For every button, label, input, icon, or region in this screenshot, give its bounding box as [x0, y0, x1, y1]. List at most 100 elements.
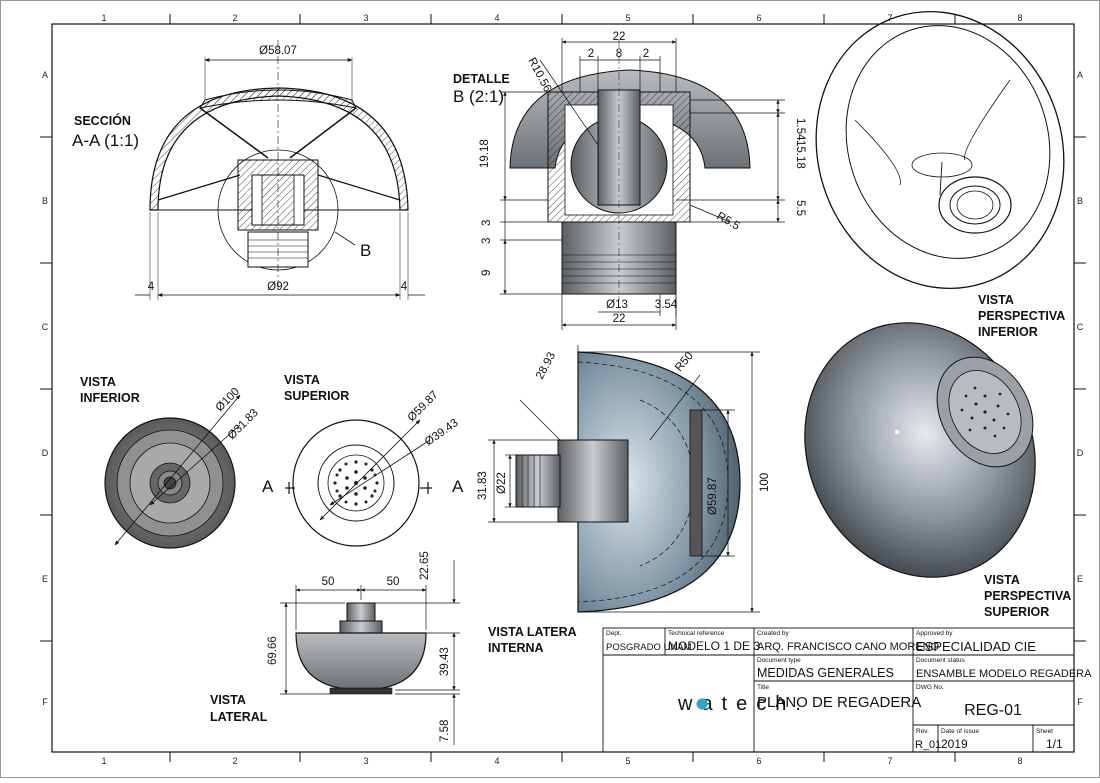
persp-inferior-line1: VISTA [978, 293, 1014, 307]
row-label: D [1077, 448, 1084, 458]
vista-lateral-line2: LATERAL [210, 710, 268, 724]
nozzle-holes-perspective [960, 386, 1010, 438]
detail-b-view [500, 38, 785, 330]
logo-dot-icon [696, 698, 708, 710]
row-label: F [1077, 697, 1083, 707]
tb-techref-value: MODELO 1 DE 3 [668, 639, 760, 653]
row-label: E [42, 574, 48, 584]
dim-detail-2b: 2 [643, 48, 649, 60]
tb-techref-label: Technical reference [668, 630, 725, 637]
dim-detail-5-5: 5.5 [794, 200, 806, 216]
nozzle-holes-superior [333, 460, 379, 506]
tb-rev-label: Rev. [916, 728, 929, 735]
tb-doctype-label: Document type [757, 657, 801, 664]
column-label: 2 [232, 13, 237, 23]
tb-sheet-label: Sheet [1036, 728, 1053, 735]
dim-interna-31-83: 31.83 [477, 471, 489, 500]
column-label: 7 [887, 756, 892, 766]
row-labels-right: A B C D E F [1077, 70, 1084, 707]
vista-superior-line2: SUPERIOR [284, 389, 349, 403]
row-label: C [1077, 322, 1084, 332]
persp-inferior-line3: INFERIOR [978, 325, 1038, 339]
detail-b-title: DETALLE [453, 72, 510, 86]
dim-lateral-69-66: 69.66 [267, 636, 279, 665]
row-label: A [42, 70, 48, 80]
dim-detail-2a: 2 [588, 48, 594, 60]
column-label: 6 [756, 13, 761, 23]
dim-interna-dia-59-87: Ø59.87 [707, 477, 719, 515]
detail-b-subtitle: B (2:1) [453, 87, 504, 106]
column-label: 5 [625, 13, 630, 23]
dim-lateral-7-58: 7.58 [439, 720, 451, 742]
vista-superior-line1: VISTA [284, 373, 320, 387]
title-block-fields: Dept. POSGRADO UNAM Technical reference … [606, 630, 1092, 751]
persp-superior-line1: VISTA [984, 573, 1020, 587]
tb-doctype-value: MEDIDAS GENERALES [757, 666, 894, 680]
row-label: F [42, 697, 48, 707]
dim-detail-3a: 3 [481, 220, 493, 226]
column-label: 5 [625, 756, 630, 766]
tb-dwg-value: REG-01 [964, 702, 1022, 719]
interna-inlet [515, 454, 561, 508]
dim-top-diameter: Ø58.07 [259, 45, 297, 57]
column-label: 3 [363, 756, 368, 766]
row-label: A [1077, 70, 1083, 80]
row-label: B [1077, 196, 1083, 206]
row-labels-left: A B C D E F [42, 70, 49, 707]
tb-sheet-value: 1/1 [1046, 737, 1063, 751]
dim-lateral-w-left: 50 [322, 576, 335, 588]
column-label: 2 [232, 756, 237, 766]
dim-bottom-diameter: Ø92 [267, 281, 289, 293]
column-label: 7 [887, 13, 892, 23]
column-label: 6 [756, 756, 761, 766]
tb-created-label: Created by [757, 630, 790, 637]
vista-inferior-line1: VISTA [80, 375, 116, 389]
tb-docstatus-value: ENSAMBLE MODELO REGADERA [916, 668, 1092, 680]
dim-interna-dia-22: Ø22 [496, 472, 508, 494]
perspective-superior-view [804, 322, 1036, 578]
dim-lateral-w-right: 50 [387, 576, 400, 588]
vista-inferior-line2: INFERIOR [80, 391, 140, 405]
persp-superior-line2: PERSPECTIVA [984, 589, 1071, 603]
vista-lateral-line1: VISTA [210, 693, 246, 707]
column-labels-top: 1 2 3 4 5 6 7 8 [101, 13, 1022, 23]
column-label: 4 [494, 756, 499, 766]
tb-dept-label: Dept. [606, 630, 622, 637]
dim-detail-1-54: 1.54 [794, 118, 806, 141]
lateral-interna-line1: VISTA LATERA [488, 625, 577, 639]
column-label: 8 [1017, 756, 1022, 766]
dim-detail-15-18: 15.18 [794, 140, 806, 169]
tb-title-label: Title [757, 684, 769, 691]
dim-detail-3-54: 3.54 [655, 299, 678, 311]
tb-logo: watech. [677, 693, 810, 715]
dim-left-gap: 4 [148, 281, 155, 293]
lateral-interna-line2: INTERNA [488, 641, 544, 655]
dim-detail-dia-13: Ø13 [606, 299, 628, 311]
section-aa-subtitle: A-A (1:1) [72, 131, 139, 150]
row-label: E [1077, 574, 1083, 584]
tb-approved-label: Approved by [916, 630, 953, 637]
tb-approved-value: ESPECIALIDAD CIE [916, 639, 1036, 654]
column-label: 4 [494, 13, 499, 23]
dim-interna-100: 100 [759, 473, 771, 492]
title-block [602, 627, 1075, 753]
tb-date-label: Date of issue [941, 728, 979, 735]
section-aa-view [135, 40, 425, 300]
dim-detail-top-width: 22 [613, 31, 626, 43]
interna-connector [557, 439, 629, 523]
column-label: 1 [101, 13, 106, 23]
tb-dept-value: POSGRADO UNAM [606, 642, 692, 653]
tb-dwg-label: DWG No. [916, 684, 944, 691]
dim-right-gap: 4 [401, 281, 408, 293]
column-labels-bottom: 1 2 3 4 5 6 7 8 [101, 756, 1022, 766]
dim-lateral-39-43: 39.43 [439, 647, 451, 676]
row-label: D [42, 448, 49, 458]
perspective-inferior-view [815, 10, 1065, 290]
dim-detail-9: 9 [481, 270, 493, 276]
tb-rev-value: R_01 [915, 739, 941, 751]
vista-lateral-view [280, 560, 460, 745]
column-label: 8 [1017, 13, 1022, 23]
section-mark-left: A [262, 477, 274, 496]
detail-b-ref: B [360, 241, 371, 260]
